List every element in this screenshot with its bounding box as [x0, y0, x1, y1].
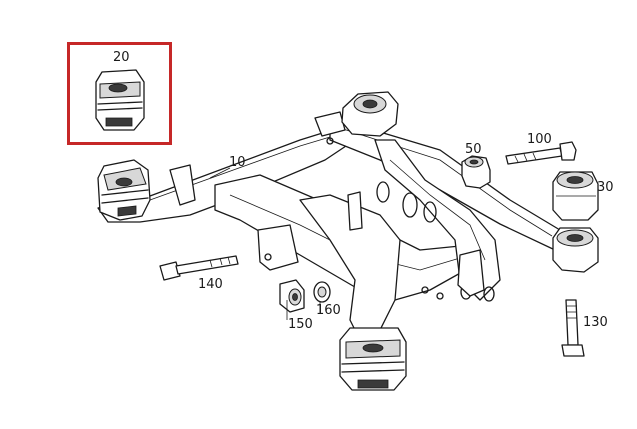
part-150-washer	[279, 279, 305, 313]
callout-130[interactable]: 130	[583, 315, 608, 330]
part-50-sleeve	[461, 155, 491, 189]
part-130-bolt	[561, 299, 585, 357]
subframe-top-bushing	[341, 91, 399, 137]
selected-part-highlight	[67, 42, 172, 145]
callout-160[interactable]: 160	[316, 303, 341, 318]
callout-10[interactable]: 10	[229, 155, 246, 170]
callout-50[interactable]: 50	[465, 142, 482, 157]
callout-20[interactable]: 20	[113, 50, 130, 65]
callout-100[interactable]: 100	[527, 132, 552, 147]
callout-30[interactable]: 30	[597, 180, 614, 195]
left-installed-mount	[97, 159, 151, 221]
callout-140[interactable]: 140	[198, 277, 223, 292]
part-160-nut	[313, 281, 331, 303]
callout-150[interactable]: 150	[288, 317, 313, 332]
leader-lines	[209, 167, 321, 320]
subframe-assembly	[97, 111, 561, 341]
part-30-bushing	[552, 171, 599, 221]
part-140-bolt	[159, 255, 239, 281]
part-20-mount	[95, 69, 145, 131]
part-100-bolt	[505, 141, 577, 165]
subframe-right-bushing	[552, 227, 599, 273]
bottom-front-mount	[339, 327, 407, 391]
